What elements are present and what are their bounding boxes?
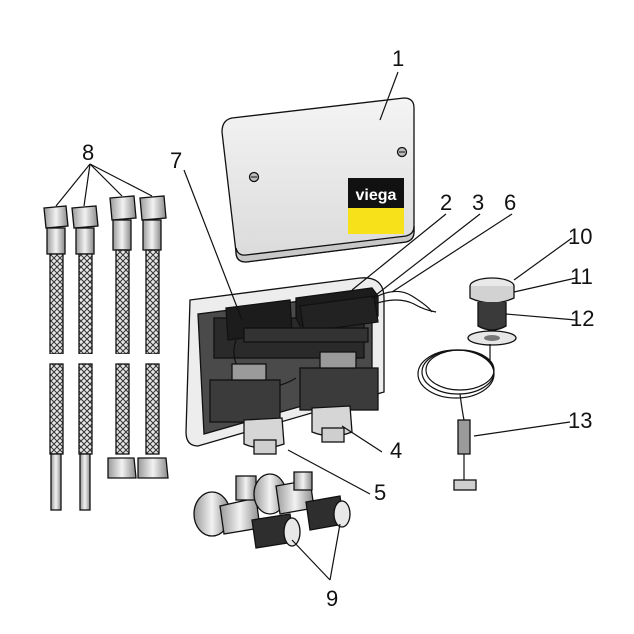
callout-2: 2 bbox=[440, 190, 452, 215]
angle-valve-2 bbox=[253, 471, 351, 531]
callout-labels: 1 2 3 6 7 8 10 11 12 13 4 5 9 bbox=[82, 46, 594, 611]
leader-lines bbox=[55, 71, 577, 581]
screw-icon bbox=[248, 171, 260, 183]
callout-5: 5 bbox=[374, 480, 386, 505]
screw-icon bbox=[396, 146, 408, 158]
callout-6: 6 bbox=[504, 190, 516, 215]
callout-13: 13 bbox=[568, 408, 592, 433]
callout-12: 12 bbox=[570, 306, 594, 331]
hose-3 bbox=[107, 195, 137, 479]
callout-7: 7 bbox=[170, 148, 182, 173]
electronics-housing bbox=[185, 277, 437, 455]
callout-11: 11 bbox=[570, 264, 593, 289]
angle-valves bbox=[193, 471, 351, 549]
viega-logo: viega bbox=[348, 178, 404, 234]
cover-plate: viega bbox=[221, 97, 415, 263]
callout-3: 3 bbox=[472, 190, 484, 215]
callout-8: 8 bbox=[82, 140, 94, 165]
callout-1: 1 bbox=[392, 46, 404, 71]
sensor-cable-coil bbox=[417, 344, 495, 421]
hose-4 bbox=[137, 195, 169, 479]
sensor-assembly bbox=[417, 277, 517, 491]
hose-1 bbox=[43, 205, 70, 511]
braided-hoses bbox=[43, 195, 169, 511]
hose-2 bbox=[71, 205, 100, 511]
angle-valve-1 bbox=[193, 475, 301, 549]
callout-9: 9 bbox=[326, 586, 338, 611]
svg-text:viega: viega bbox=[356, 187, 397, 204]
callout-4: 4 bbox=[390, 438, 402, 463]
callout-10: 10 bbox=[568, 224, 592, 249]
